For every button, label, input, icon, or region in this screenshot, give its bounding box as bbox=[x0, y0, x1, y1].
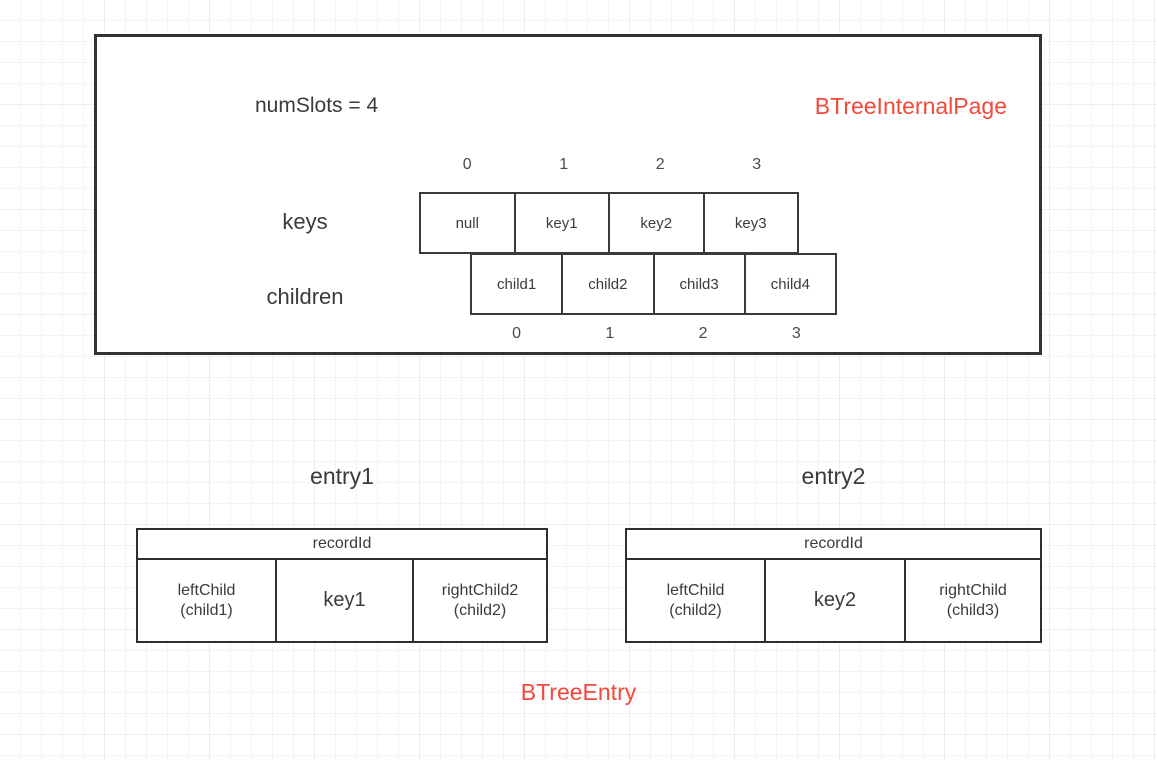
keys-index-0: 0 bbox=[462, 156, 472, 173]
children-index-0: 0 bbox=[512, 325, 522, 342]
class-name-btreeentry: BTreeEntry bbox=[520, 679, 637, 705]
entry2-rightchild-cell: rightChild (child3) bbox=[906, 560, 1040, 641]
keys-cell-1: key1 bbox=[513, 192, 610, 254]
entry1-key-cell: key1 bbox=[277, 560, 414, 641]
entry1-table: recordId leftChild (child1) key1 rightCh… bbox=[136, 528, 548, 643]
entry1-key-label: key1 bbox=[323, 589, 366, 612]
entry2-key-cell: key2 bbox=[766, 560, 906, 641]
children-index-strip: 0 1 2 3 bbox=[470, 325, 843, 343]
entry2-recordid-header: recordId bbox=[627, 530, 1040, 560]
keys-index-2: 2 bbox=[655, 156, 665, 173]
keys-array: null key1 key2 key3 bbox=[419, 192, 799, 254]
children-cell-0: child1 bbox=[470, 253, 564, 315]
children-index-3: 3 bbox=[791, 325, 801, 342]
keys-index-3: 3 bbox=[752, 156, 762, 173]
children-cell-2: child3 bbox=[652, 253, 746, 315]
btree-internal-page-panel: numSlots = 4 BTreeInternalPage 0 1 2 3 k… bbox=[94, 34, 1042, 355]
entry2-title: entry2 bbox=[801, 463, 866, 489]
entry1-leftchild-value: (child1) bbox=[180, 601, 233, 619]
entry1-leftchild-cell: leftChild (child1) bbox=[138, 560, 277, 641]
entry1-leftchild-label: leftChild bbox=[177, 581, 236, 599]
entry1-columns: leftChild (child1) key1 rightChild2 (chi… bbox=[138, 560, 546, 641]
children-array: child1 child2 child3 child4 bbox=[470, 253, 837, 315]
children-row-label: children bbox=[266, 284, 344, 309]
keys-cell-0: null bbox=[419, 192, 516, 254]
entry2-leftchild-label: leftChild bbox=[666, 581, 725, 599]
num-slots-label: numSlots = 4 bbox=[255, 94, 379, 117]
children-index-2: 2 bbox=[698, 325, 708, 342]
keys-cell-3: key3 bbox=[702, 192, 799, 254]
entry2-leftchild-cell: leftChild (child2) bbox=[627, 560, 766, 641]
entry1-rightchild-cell: rightChild2 (child2) bbox=[414, 560, 546, 641]
entry1-recordid-header: recordId bbox=[138, 530, 546, 560]
class-name-btreeinternalpage: BTreeInternalPage bbox=[814, 93, 1007, 119]
entry1-title: entry1 bbox=[310, 463, 374, 489]
keys-row-label: keys bbox=[282, 209, 328, 234]
entry2-columns: leftChild (child2) key2 rightChild (chil… bbox=[627, 560, 1040, 641]
entry2-leftchild-value: (child2) bbox=[669, 601, 722, 619]
keys-index-1: 1 bbox=[559, 156, 569, 173]
keys-cell-2: key2 bbox=[608, 192, 705, 254]
entry2-rightchild-value: (child3) bbox=[946, 601, 1000, 619]
entry2-rightchild-label: rightChild bbox=[939, 581, 1007, 599]
entry2-table: recordId leftChild (child2) key2 rightCh… bbox=[625, 528, 1042, 643]
children-cell-3: child4 bbox=[743, 253, 837, 315]
entry2-key-label: key2 bbox=[813, 589, 857, 612]
children-cell-1: child2 bbox=[561, 253, 655, 315]
entry1-rightchild-label: rightChild2 bbox=[441, 581, 519, 599]
keys-index-strip: 0 1 2 3 bbox=[419, 156, 805, 174]
entry1-rightchild-value: (child2) bbox=[453, 601, 507, 619]
children-index-1: 1 bbox=[605, 325, 615, 342]
